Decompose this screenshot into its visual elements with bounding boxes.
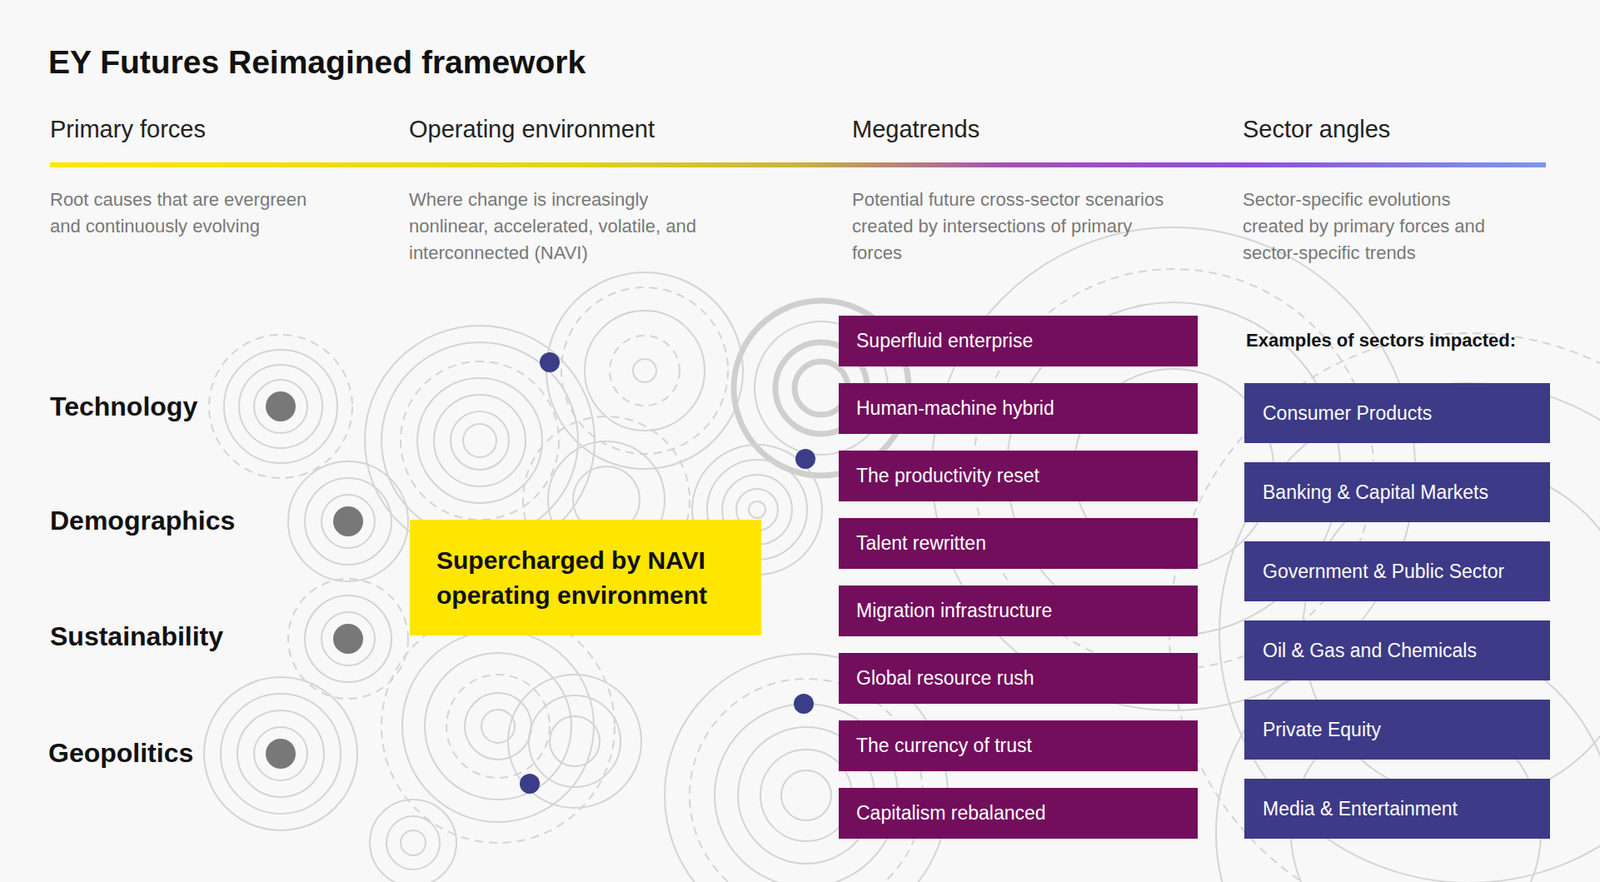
node-label: Capitalism rebalanced: [856, 802, 1047, 825]
node-label: Banking & Capital Markets: [1262, 481, 1489, 504]
node-text-group: Global resource rush: [856, 667, 1035, 690]
node-label: Supercharged by NAVI operating environme…: [436, 543, 747, 614]
node-label: Consumer Products: [1262, 402, 1432, 425]
ring-group: [204, 227, 1600, 882]
node-label: Global resource rush: [856, 667, 1035, 690]
node-label: Oil & Gas and Chemicals: [1262, 639, 1477, 663]
sector-box: Private Equity: [1244, 699, 1551, 760]
column-description: Potential future cross-sector scenarios …: [852, 186, 1177, 267]
megatrend-box: Human-machine hybrid: [838, 383, 1198, 434]
node-text-group: Consumer Products: [1262, 402, 1432, 425]
node-text-group: Talent rewritten: [856, 532, 987, 555]
sector-box: Consumer Products: [1244, 383, 1551, 444]
column-description: Root causes that are evergreen and conti…: [49, 186, 342, 240]
node-label: Media & Entertainment: [1262, 797, 1458, 821]
column-header: Megatrends: [852, 114, 980, 144]
megatrend-box: The productivity reset: [838, 450, 1198, 502]
node-text-group: Superfluid enterprise: [856, 329, 1033, 353]
megatrend-box: Talent rewritten: [838, 518, 1198, 569]
megatrend-box: Capitalism rebalanced: [838, 787, 1198, 839]
column-header: Sector angles: [1242, 114, 1391, 144]
megatrend-box: Migration infrastructure: [838, 585, 1198, 637]
force-dot: [265, 391, 364, 769]
node-text-group: The currency of trust: [856, 734, 1032, 758]
sector-box: Government & Public Sector: [1244, 541, 1551, 602]
sector-heading: Examples of sectors impacted:: [1246, 328, 1516, 353]
primary-force: Technology: [49, 389, 198, 424]
node-text-group: Supercharged by NAVI operating environme…: [436, 543, 747, 614]
column-header: Operating environment: [408, 114, 655, 144]
node-text-group: Migration infrastructure: [856, 599, 1052, 623]
node-label: The productivity reset: [856, 464, 1040, 488]
megatrend-box: Superfluid enterprise: [838, 315, 1198, 367]
primary-force: Geopolitics: [48, 736, 194, 770]
node-text-group: Capitalism rebalanced: [856, 802, 1047, 825]
megatrend-box: The currency of trust: [838, 720, 1198, 772]
megatrend-box: Global resource rush: [838, 652, 1198, 704]
sector-box: Media & Entertainment: [1244, 778, 1551, 839]
primary-force: Demographics: [49, 503, 235, 538]
node-text-group: Government & Public Sector: [1262, 560, 1505, 584]
node-text-group: Banking & Capital Markets: [1262, 481, 1489, 504]
column-description: Where change is increasingly nonlinear, …: [408, 186, 713, 267]
gradient-rule: [49, 162, 1546, 168]
node-label: Private Equity: [1262, 718, 1381, 742]
node-label: Government & Public Sector: [1262, 560, 1505, 584]
highlight-box: Supercharged by NAVI operating environme…: [409, 519, 762, 636]
node-label: Talent rewritten: [856, 532, 987, 555]
column-header: Primary forces: [49, 114, 206, 144]
node-text-group: Media & Entertainment: [1262, 797, 1458, 821]
node-text-group: The productivity reset: [856, 464, 1040, 488]
node-label: Superfluid enterprise: [856, 329, 1033, 353]
column-description: Sector-specific evolutions created by pr…: [1242, 186, 1506, 267]
primary-force: Sustainability: [49, 619, 224, 653]
sector-box: Banking & Capital Markets: [1244, 462, 1551, 523]
node-label: Migration infrastructure: [856, 599, 1052, 623]
node-text-group: Oil & Gas and Chemicals: [1262, 639, 1477, 663]
node-text-group: Human-machine hybrid: [856, 397, 1055, 420]
node-label: Human-machine hybrid: [856, 397, 1055, 420]
diagram-title: EY Futures Reimagined framework: [48, 43, 586, 83]
node-text-group: Private Equity: [1262, 718, 1381, 742]
sector-box: Oil & Gas and Chemicals: [1244, 620, 1551, 681]
node-label: The currency of trust: [856, 734, 1032, 758]
